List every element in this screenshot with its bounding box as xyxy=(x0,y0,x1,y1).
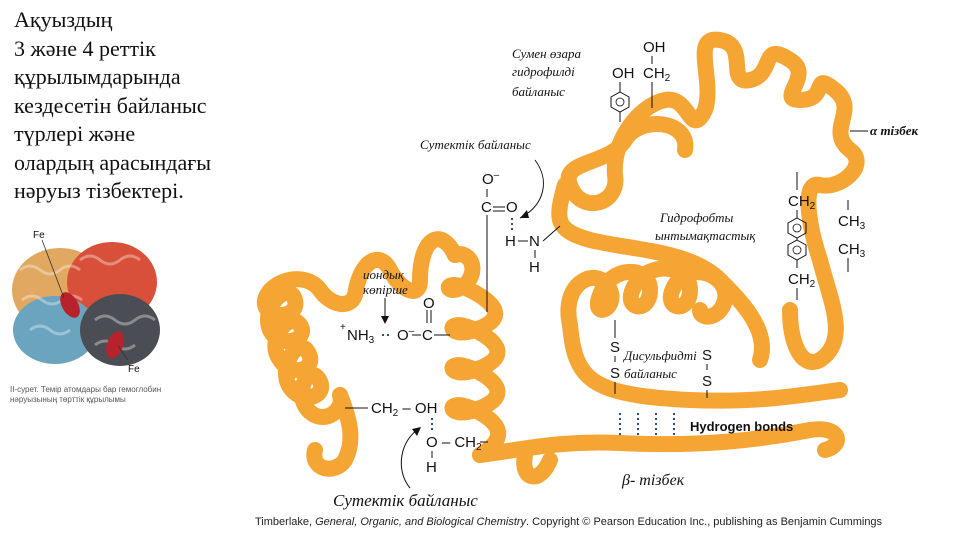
hydrogen-bond-dots-group xyxy=(619,413,675,438)
hemoglobin-caption: II-сурет. Темір атомдары бар гемоглобин … xyxy=(10,385,162,404)
hydrogen-bond-arrow xyxy=(519,159,544,219)
benzene-ring-icon xyxy=(787,239,807,261)
ch3-group: CH3 xyxy=(838,241,866,260)
hydrophilic-label-line: байланыс xyxy=(512,84,565,99)
protein-chain xyxy=(257,31,865,485)
disulfide-label-line: байланыс xyxy=(624,366,677,381)
beta-strand xyxy=(472,421,845,463)
heme-group xyxy=(60,292,80,318)
carbon-atom: C xyxy=(481,199,492,216)
title-line: түрлері және xyxy=(14,121,136,146)
chain-segment xyxy=(516,447,558,485)
oxygen-atom: O xyxy=(423,295,435,312)
o-minus-atom: O– xyxy=(482,170,500,188)
fe-label: Fe xyxy=(33,230,45,241)
title-line: 3 және 4 реттік xyxy=(14,35,156,61)
beta-helix xyxy=(560,260,734,333)
hydrogen-bond-label-top: Сутектік байланыс xyxy=(420,137,531,152)
benzene-ring-icon xyxy=(610,91,630,113)
hydrophilic-label-line: Сумен өзара xyxy=(512,46,581,61)
benzene-ring-inner xyxy=(792,245,802,255)
oxygen-atom: O– xyxy=(397,326,415,344)
subunit-grey xyxy=(80,294,160,366)
fe-pointer xyxy=(41,239,65,299)
sulfur-atom: S xyxy=(610,365,620,382)
title-line: Ақуыздың xyxy=(14,7,113,32)
ch2oh-group: CH2 – OH xyxy=(371,400,437,419)
sulfur-atom: S xyxy=(610,339,620,356)
fe-pointer xyxy=(117,345,129,361)
hydrogen-bond-label-bottom: Сутектік байланыс xyxy=(333,491,478,510)
plus-charge: + xyxy=(340,322,346,333)
ch3-group: CH3 xyxy=(838,213,866,232)
alpha-chain-label: α тізбек xyxy=(870,123,918,138)
heme-group xyxy=(106,331,124,359)
hydrophobic-label-line: ынтымақтастық xyxy=(655,228,756,243)
oh-ch2-group: O – CH2 xyxy=(426,434,482,453)
chain-segment xyxy=(551,177,770,368)
benzene-ring-inner xyxy=(615,97,625,107)
hydrogen-atom: H xyxy=(426,459,437,476)
hydrogen-atom: H xyxy=(529,259,540,276)
arrow-head-icon xyxy=(381,316,389,324)
hydrogen-bonds-label: Hydrogen bonds xyxy=(690,419,793,434)
ionic-bridge-label-line: көпірше xyxy=(363,282,408,297)
oh-group: OH xyxy=(612,65,635,82)
oxygen-atom: O xyxy=(506,199,518,216)
alpha-helix xyxy=(440,246,507,463)
fe-label: Fe xyxy=(128,364,140,375)
subunit-texture xyxy=(19,254,156,351)
title-line: нәруыз тізбектері. xyxy=(14,178,184,203)
title-line: құрылымдарында xyxy=(14,64,181,89)
credit-line: Timberlake, General, Organic, and Biolog… xyxy=(255,516,883,528)
carbon-atom: C xyxy=(422,327,433,344)
title: Ақуыздың 3 және 4 реттік құрылымдарында … xyxy=(14,6,264,206)
bond-line xyxy=(542,225,561,242)
title-line: олардың арасындағы xyxy=(14,149,212,175)
hydrophobic-label-line: Гидрофобты xyxy=(659,210,734,225)
disulfide-label-line: Дисульфидті xyxy=(622,348,697,363)
hemoglobin-figure: Fe Fe xyxy=(12,230,160,375)
sulfur-atom: S xyxy=(702,347,712,364)
benzene-ring-inner xyxy=(792,223,802,233)
ionic-bridge-label-line: иондық xyxy=(363,267,405,282)
title-line: кездесетін байланыс xyxy=(14,92,207,118)
hydrogen-atom: H xyxy=(505,233,516,250)
nitrogen-atom: N xyxy=(529,233,540,250)
oh-group: OH xyxy=(643,39,666,56)
alpha-helix xyxy=(257,231,463,425)
ch2-group: CH2 xyxy=(788,271,816,290)
sulfur-atom: S xyxy=(702,373,712,390)
arrow-head-icon xyxy=(412,427,421,436)
chain-segment xyxy=(306,387,359,477)
arrow-head-icon xyxy=(520,210,529,218)
hydrophilic-label-line: гидрофилді xyxy=(512,64,575,79)
alpha-chain-segment xyxy=(782,176,844,370)
ch2-group: CH2 xyxy=(643,65,671,84)
beta-strand xyxy=(562,317,848,409)
beta-chain-label: β- тізбек xyxy=(621,472,685,489)
hydrogen-bond-arrow xyxy=(400,427,421,489)
nh3-group: NH3 xyxy=(347,327,375,346)
ch2-group: CH2 xyxy=(788,193,816,212)
